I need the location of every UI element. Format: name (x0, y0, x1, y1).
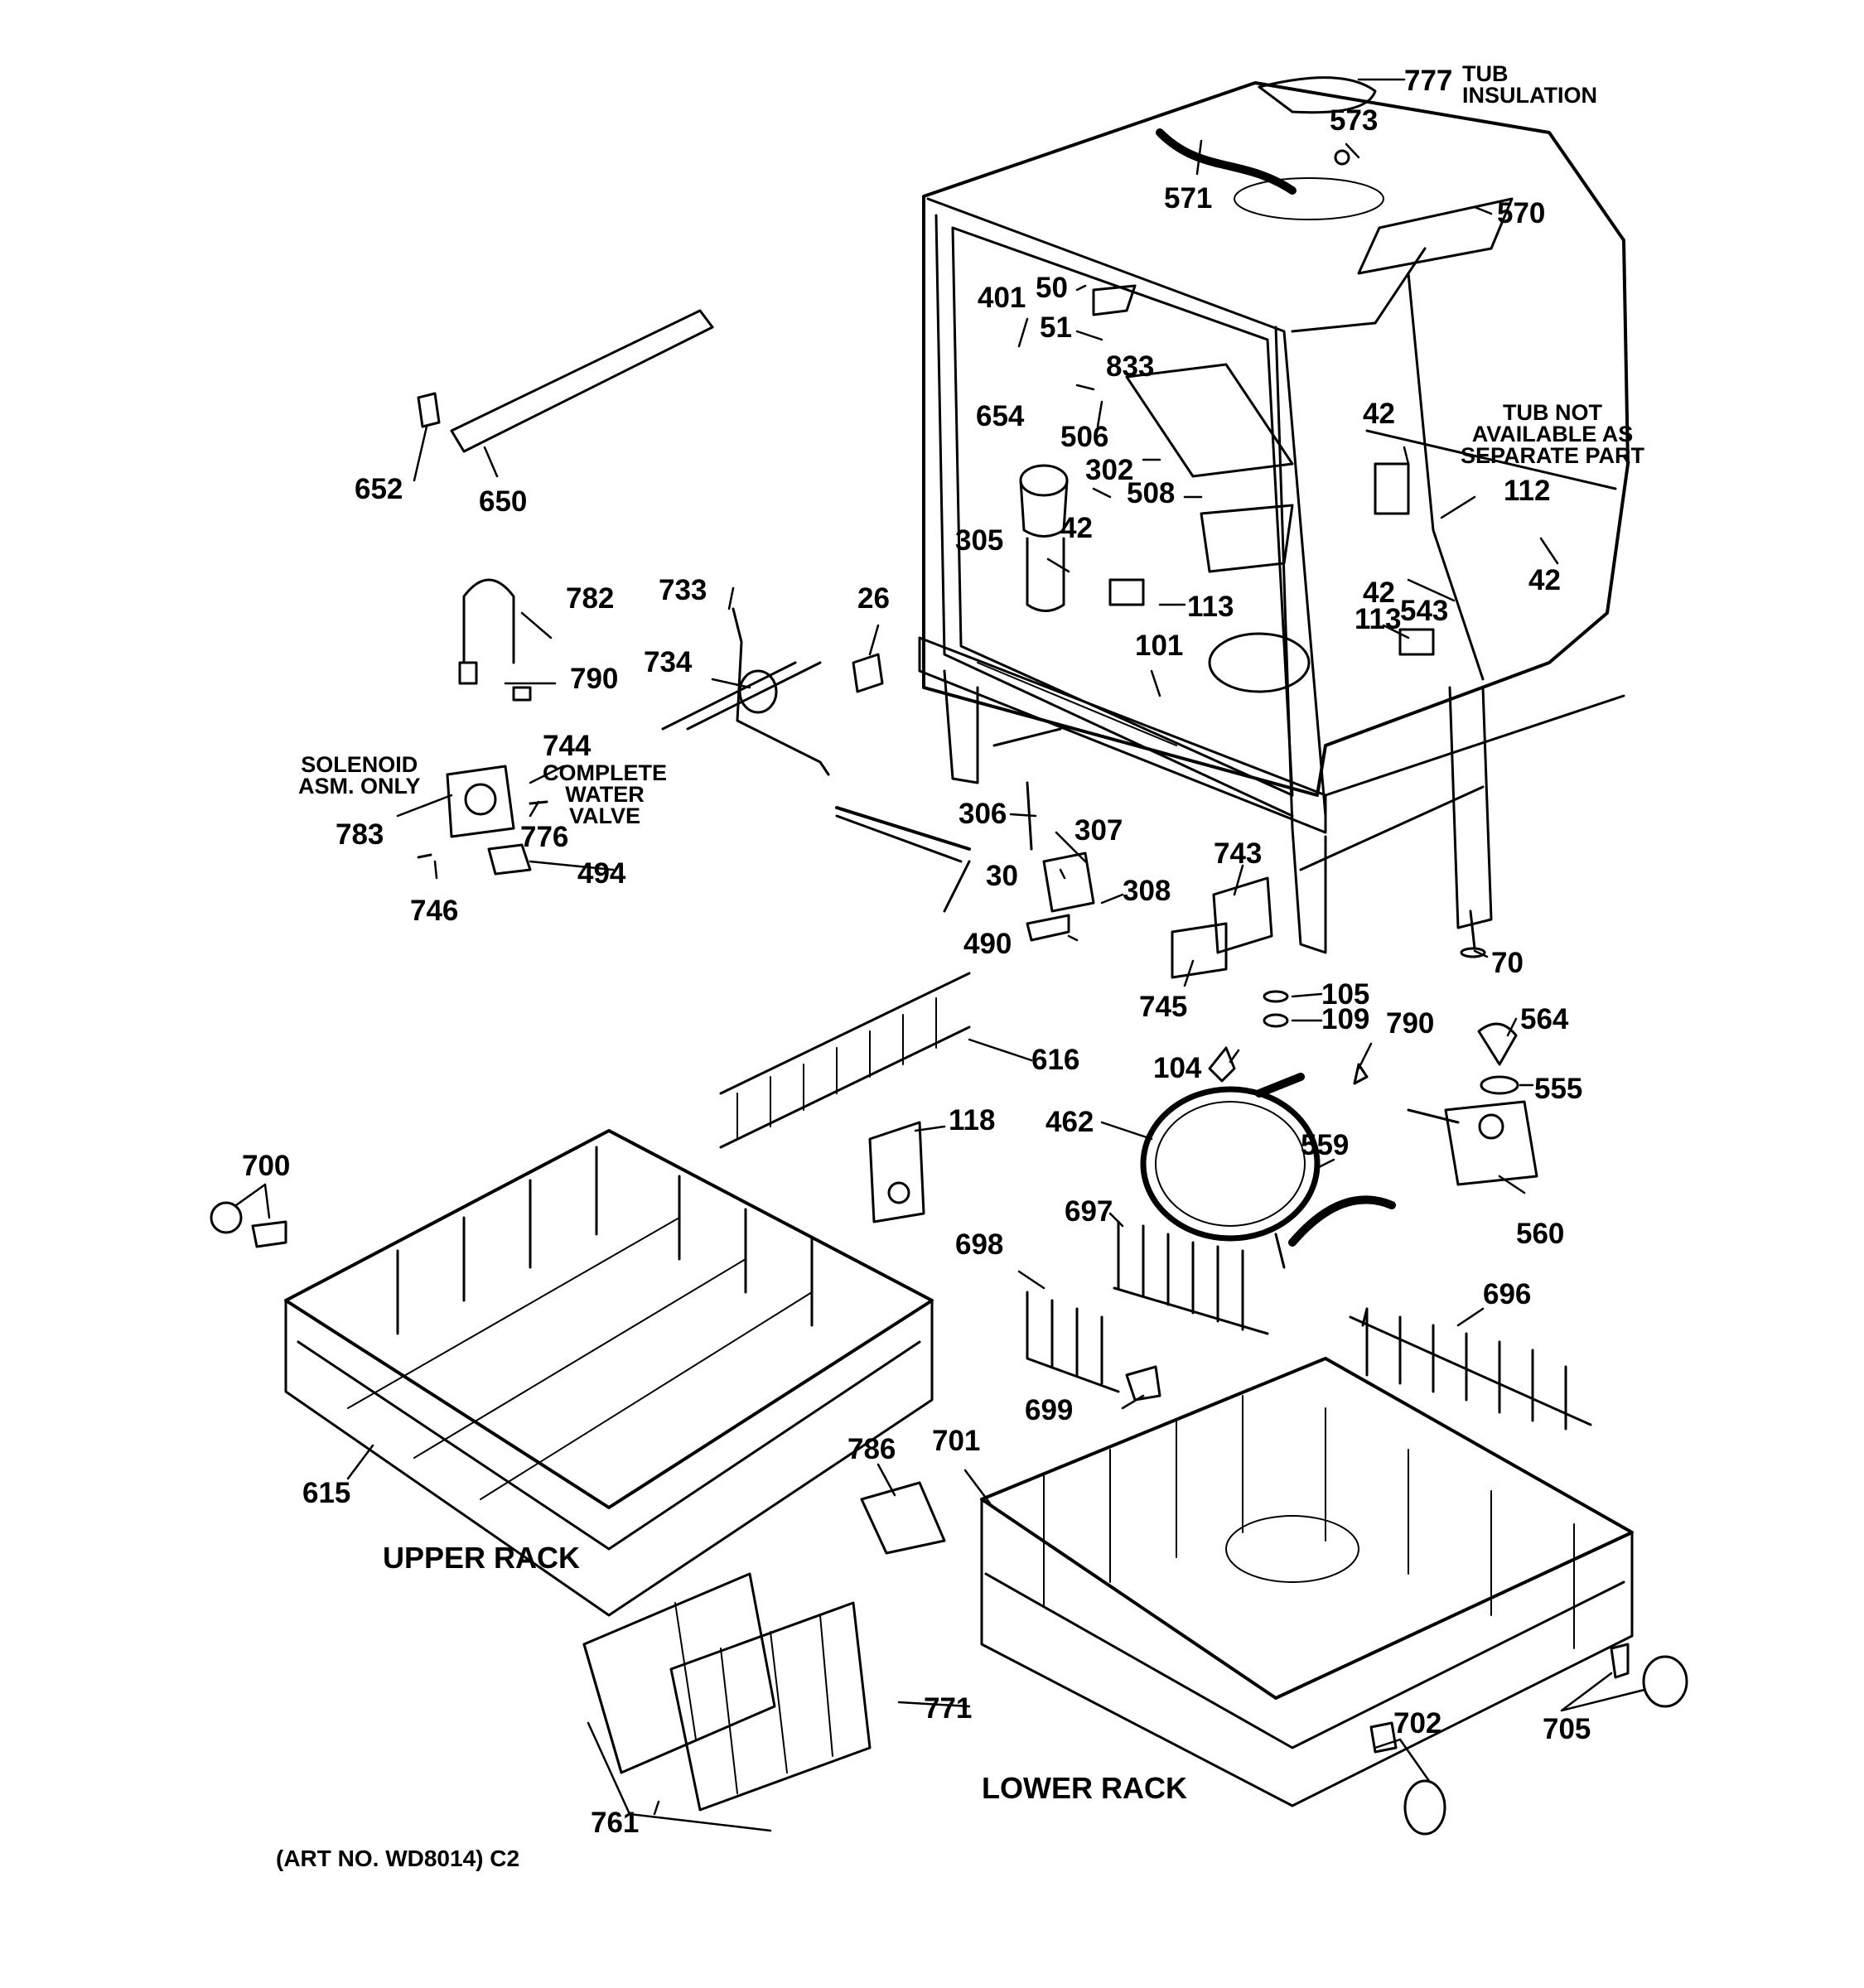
label-734: 734 (644, 646, 693, 678)
label-733: 733 (659, 574, 707, 606)
label-494: 494 (577, 857, 626, 890)
label-705: 705 (1543, 1713, 1591, 1745)
label-506: 506 (1060, 421, 1109, 453)
tub-assembly (918, 76, 1630, 954)
label-786: 786 (847, 1433, 896, 1465)
label-744: 744 (543, 730, 592, 762)
label-308: 308 (1123, 875, 1171, 907)
section-upper-rack: UPPER RACK (383, 1541, 581, 1575)
label-555: 555 (1534, 1073, 1583, 1105)
label-573: 573 (1330, 104, 1379, 137)
upper-rack (284, 1129, 934, 1617)
label-113a: 113 (1187, 591, 1234, 623)
label-302: 302 (1085, 454, 1134, 486)
label-701: 701 (932, 1425, 981, 1457)
label-305: 305 (955, 524, 1004, 557)
label-650: 650 (479, 485, 528, 518)
label-104: 104 (1153, 1052, 1202, 1084)
label-51: 51 (1040, 311, 1072, 344)
label-113b: 113 (1355, 603, 1402, 635)
label-101: 101 (1135, 630, 1184, 662)
section-lower-rack: LOWER RACK (982, 1771, 1187, 1805)
label-112: 112 (1504, 475, 1551, 507)
label-564: 564 (1520, 1003, 1569, 1035)
drain-hose (1140, 1073, 1396, 1269)
label-490: 490 (963, 928, 1012, 960)
label-652: 652 (355, 473, 403, 505)
label-42d: 42 (1363, 577, 1395, 609)
label-462: 462 (1045, 1106, 1094, 1138)
label-654: 654 (976, 400, 1025, 432)
shelf-divider-616 (719, 972, 971, 1149)
label-70: 70 (1491, 947, 1524, 979)
label-105: 105 (1321, 978, 1370, 1011)
label-508: 508 (1127, 477, 1176, 509)
note-tub-not-available: TUB NOT AVAILABLE AS SEPARATE PART (1461, 400, 1645, 468)
note-solenoid-asm: SOLENOID ASM. ONLY (298, 752, 421, 799)
label-571: 571 (1164, 182, 1213, 215)
label-42b: 42 (1363, 398, 1395, 430)
label-559: 559 (1301, 1129, 1350, 1161)
label-702: 702 (1393, 1707, 1442, 1740)
label-42c: 42 (1528, 564, 1561, 596)
label-777: 777 (1404, 65, 1453, 97)
label-306: 306 (959, 798, 1007, 830)
label-50: 50 (1036, 272, 1068, 304)
label-697: 697 (1065, 1195, 1113, 1228)
label-699: 699 (1025, 1394, 1074, 1426)
label-776: 776 (520, 821, 569, 853)
label-118: 118 (949, 1104, 996, 1136)
water-valve-assembly (417, 578, 548, 876)
label-833: 833 (1106, 350, 1155, 383)
label-771: 771 (924, 1692, 973, 1725)
label-543: 543 (1400, 595, 1449, 627)
lower-rack (980, 1357, 1634, 1807)
rack-wheel-parts (210, 1121, 1688, 1836)
label-615: 615 (302, 1477, 351, 1509)
label-698: 698 (955, 1228, 1004, 1261)
silverware-baskets (582, 1572, 872, 1812)
label-560: 560 (1516, 1218, 1565, 1250)
art-number: (ART NO. WD8014) C2 (276, 1846, 520, 1871)
label-42a: 42 (1060, 512, 1093, 544)
note-complete-water-valve: COMPLETE WATER VALVE (543, 760, 668, 828)
label-743: 743 (1214, 837, 1263, 870)
label-700: 700 (242, 1150, 291, 1182)
label-109: 109 (1321, 1003, 1370, 1035)
label-790a: 790 (570, 663, 619, 695)
label-782: 782 (566, 582, 615, 615)
door-hinge-spring-assembly (661, 607, 1095, 942)
label-745: 745 (1139, 991, 1188, 1023)
label-746: 746 (410, 895, 459, 927)
label-696: 696 (1483, 1278, 1532, 1310)
label-401: 401 (978, 282, 1026, 314)
label-761: 761 (591, 1807, 640, 1839)
label-570: 570 (1497, 197, 1546, 229)
label-783: 783 (336, 818, 384, 851)
label-30: 30 (986, 860, 1018, 892)
tine-rows (1026, 1220, 1592, 1431)
label-307: 307 (1074, 814, 1123, 847)
note-tub-insulation: TUB INSULATION (1462, 61, 1597, 108)
label-790b: 790 (1386, 1007, 1435, 1040)
lower-components (1171, 876, 1538, 1186)
label-616: 616 (1031, 1044, 1080, 1076)
leader-lines (234, 78, 1646, 1832)
door-gasket-strip (417, 309, 714, 453)
label-26: 26 (857, 582, 890, 615)
